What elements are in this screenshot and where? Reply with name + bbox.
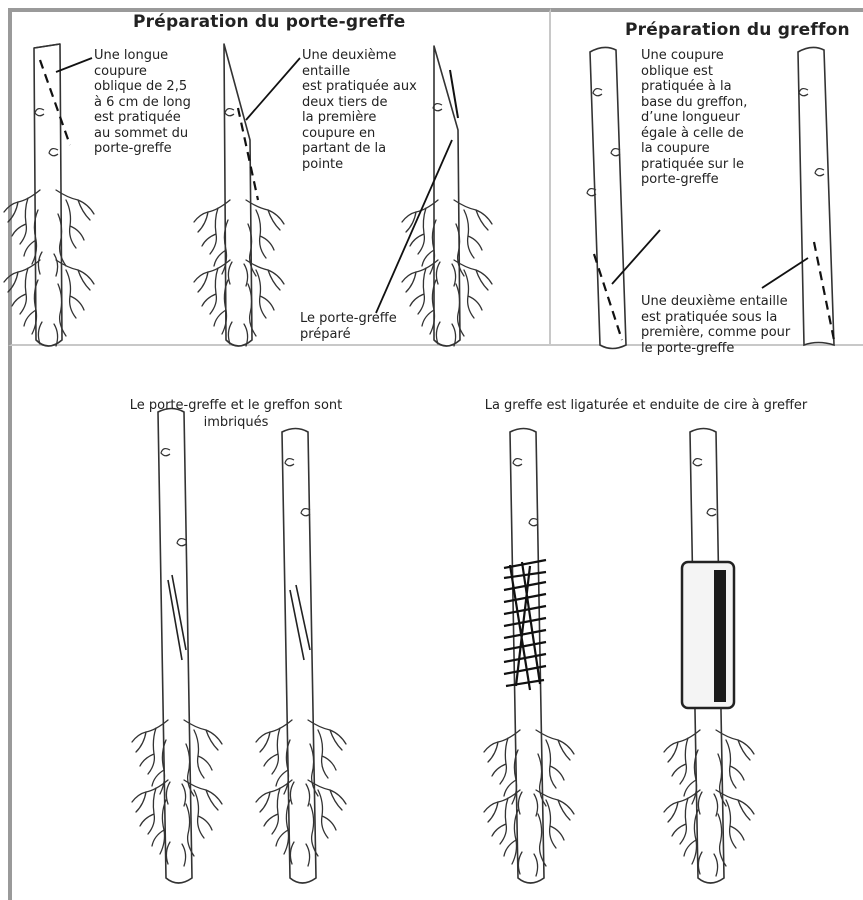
- joined-caption: Le porte-greffe et le greffon sont imbri…: [100, 397, 372, 431]
- rootstock-second-cut-note: Une deuxième entaille est pratiquée aux …: [302, 48, 428, 172]
- rootstock-prepared-note: Le porte-greffe préparé: [300, 311, 426, 342]
- rootstock-first-cut-note: Une longue coupure oblique de 2,5 à 6 cm…: [94, 48, 204, 157]
- assembled-stage-1: [132, 409, 222, 884]
- scion-stage-1: [587, 47, 626, 348]
- tied-graft: [484, 429, 574, 884]
- assembled-stage-2: [256, 429, 346, 884]
- waxed-graft: [664, 429, 754, 884]
- tied-caption: La greffe est ligaturée et enduite de ci…: [436, 397, 856, 414]
- scion-title: Préparation du greffon: [625, 20, 850, 40]
- scion-first-cut-note: Une coupure oblique est pratiquée à la b…: [641, 48, 791, 188]
- rootstock-title: Préparation du porte-greffe: [133, 12, 405, 32]
- scion-second-cut-note: Une deuxième entaille est pratiquée sous…: [641, 294, 823, 356]
- rootstock-stage-2: [194, 44, 284, 346]
- rootstock-stage-1: [4, 44, 94, 346]
